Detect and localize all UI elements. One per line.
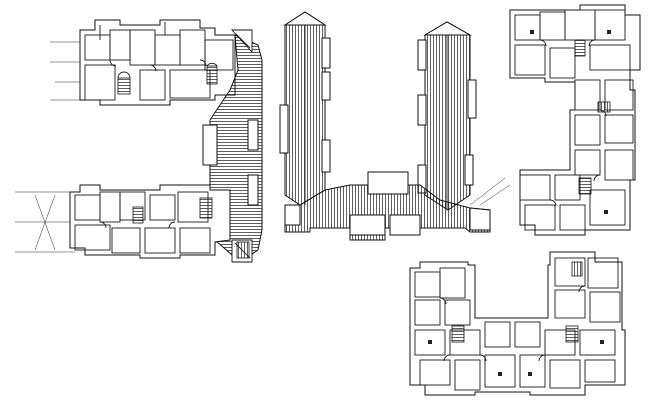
stair-icon — [117, 62, 218, 95]
twin-tower-roof-plan — [279, 11, 511, 241]
right-c-shaped-block-plan — [509, 4, 641, 236]
stair-icon — [132, 206, 144, 224]
stair-icon — [199, 197, 213, 219]
stair-icon — [574, 39, 586, 57]
l-shaped-block-plan — [15, 19, 263, 263]
stair-icon — [578, 177, 592, 195]
bottom-u-shaped-block-plan — [409, 251, 626, 396]
stair-icon — [565, 325, 579, 343]
stair-icon — [451, 325, 465, 343]
